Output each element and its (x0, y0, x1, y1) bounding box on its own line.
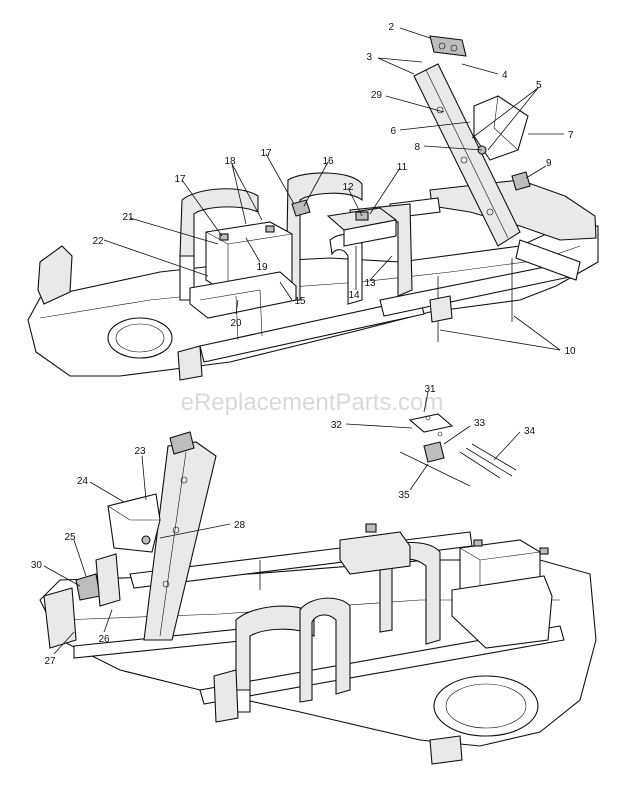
top-left-bracket (37, 245, 73, 305)
bottom-long-rail (199, 625, 565, 705)
top-side-rail (515, 239, 581, 281)
watermark-text: eReplacementParts.com (181, 389, 444, 416)
top-bracket-cap (429, 35, 467, 57)
bottom-left-lower-bracket (43, 587, 77, 649)
bottom-knob-28 (141, 535, 151, 545)
callout-label: 32 (331, 420, 343, 431)
callout-label: 27 (44, 656, 56, 667)
callout-label: 31 (424, 384, 436, 395)
bottom-battery-terminal-right (539, 547, 549, 555)
bottom-side-box (107, 493, 161, 553)
inset-plate (408, 413, 454, 433)
battery-terminal-left (219, 233, 229, 241)
callout-label: 19 (256, 262, 268, 273)
callout-label: 10 (564, 346, 576, 357)
callout-label: 22 (92, 236, 104, 247)
callout-label: 5 (536, 80, 542, 91)
callout-label: 24 (77, 476, 89, 487)
callout-label: 25 (64, 532, 76, 543)
callout-label: 8 (414, 142, 420, 153)
bottom-left-arch (235, 605, 315, 691)
leader-lines (43, 27, 564, 655)
bottom-solenoid-block (339, 531, 411, 575)
callout-label: 14 (348, 290, 360, 301)
callout-label: 7 (568, 130, 574, 141)
bottom-deck-hole (433, 675, 539, 737)
callout-label: 33 (474, 418, 486, 429)
top-right-fender (429, 179, 597, 241)
callout-label: 30 (31, 560, 43, 571)
callout-labels: 2 3 4 5 29 6 8 7 9 18 17 16 11 17 12 21 … (31, 22, 576, 667)
callout-label: 4 (502, 70, 508, 81)
callout-label: 3 (366, 52, 372, 63)
callout-label: 28 (234, 520, 246, 531)
callout-label: 12 (342, 182, 354, 193)
callout-label: 15 (294, 296, 306, 307)
bottom-battery-tray (451, 575, 553, 649)
top-latch (511, 171, 531, 191)
callout-label: 21 (122, 212, 134, 223)
callout-label: 20 (230, 318, 242, 329)
bottom-latch (75, 573, 101, 601)
top-battery-tray (189, 271, 297, 319)
callout-label: 23 (134, 446, 146, 457)
inset-switch (423, 441, 445, 463)
inset-parts (399, 413, 517, 487)
bottom-bracket-cap (169, 431, 195, 455)
callout-label: 16 (322, 156, 334, 167)
callout-label: 17 (260, 148, 272, 159)
bottom-knob (365, 523, 377, 533)
battery-terminal-right (265, 225, 275, 233)
callout-label: 34 (524, 426, 536, 437)
callout-label: 13 (364, 278, 376, 289)
top-deck-plate (27, 225, 599, 377)
callout-label: 26 (98, 634, 110, 645)
callout-label: 9 (546, 158, 552, 169)
callout-label: 17 (174, 174, 186, 185)
callout-label: 2 (388, 22, 394, 33)
bottom-frame-assembly (39, 431, 597, 765)
top-frame-assembly (27, 35, 599, 381)
callout-label: 11 (397, 162, 408, 173)
callout-label: 18 (224, 156, 236, 167)
top-deck-hole (107, 317, 173, 359)
bottom-center-arch (299, 597, 351, 703)
top-front-tube (199, 297, 425, 363)
top-upright-bracket (413, 63, 521, 247)
callout-label: 29 (371, 90, 383, 101)
callout-label: 35 (398, 490, 410, 501)
bottom-battery-terminal-left (473, 539, 483, 547)
callout-label: 6 (390, 126, 396, 137)
